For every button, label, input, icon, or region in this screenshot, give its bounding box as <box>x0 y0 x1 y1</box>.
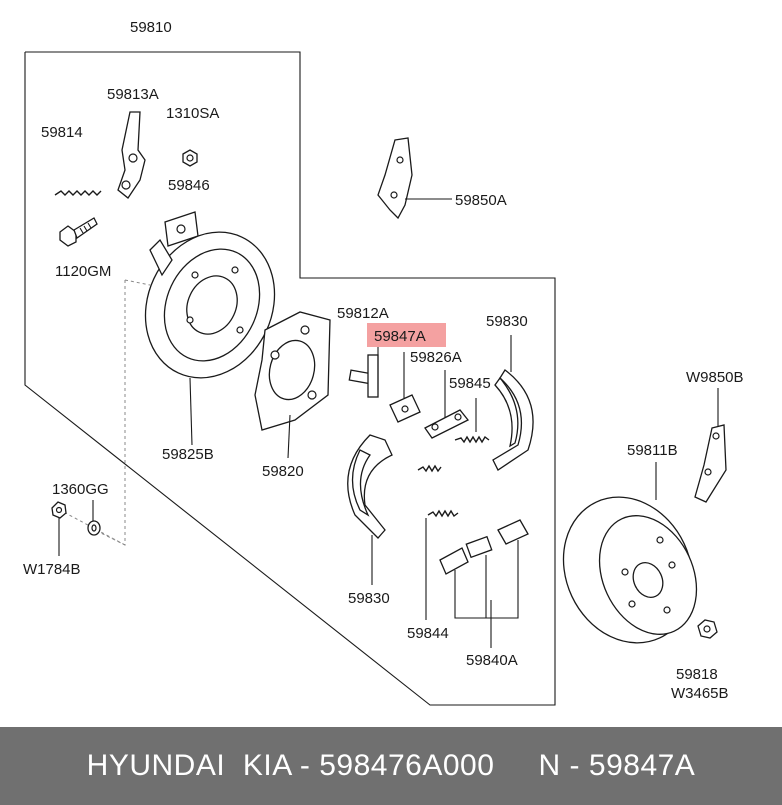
label-59830-lower: 59830 <box>348 590 390 607</box>
adjuster-icon <box>439 519 529 575</box>
bracket-icon <box>377 137 413 220</box>
shield-bracket-icon <box>694 424 727 503</box>
footer-part-number-text: HYUNDAI KIA - 598476A000 N - 59847A <box>86 749 696 782</box>
spring-small-icon <box>417 464 442 473</box>
exploded-parts-diagram: 59810 59813A 1310SA 59814 59846 1120GM 5… <box>23 19 744 706</box>
lever-icon <box>117 111 146 199</box>
part-number-footer: HYUNDAI KIA - 598476A000 N - 59847A <box>0 727 782 805</box>
label-W9850B: W9850B <box>686 369 744 386</box>
label-59811B: 59811B <box>627 442 678 459</box>
drum-nut-icon <box>697 619 718 639</box>
label-W3465B: W3465B <box>671 685 729 702</box>
label-59844: 59844 <box>407 625 449 642</box>
label-59846: 59846 <box>168 177 210 194</box>
label-59813A: 59813A <box>107 86 159 103</box>
label-59845: 59845 <box>449 375 491 392</box>
label-59830-upper: 59830 <box>486 313 528 330</box>
brake-drum-icon <box>562 496 698 644</box>
label-59814: 59814 <box>41 124 83 141</box>
small-nut-icon <box>51 501 67 519</box>
dashed-leader-left <box>94 280 126 546</box>
dashed-leader-drum <box>124 279 151 286</box>
label-59826A: 59826A <box>410 349 462 366</box>
brake-shoe-upper-icon <box>492 369 534 471</box>
label-59812A: 59812A <box>337 305 389 322</box>
label-1310SA: 1310SA <box>166 105 219 122</box>
label-1360GG: 1360GG <box>52 481 109 498</box>
label-59810: 59810 <box>130 19 172 36</box>
label-59840A: 59840A <box>466 652 518 669</box>
leader-59820 <box>287 414 291 459</box>
spring-mid-icon <box>454 435 490 444</box>
label-59850A: 59850A <box>455 192 507 209</box>
bolt-icon <box>59 217 98 247</box>
washer-icon <box>87 520 101 536</box>
leader-59825B <box>189 377 193 446</box>
assembly-boundary <box>24 51 556 706</box>
backing-plate-icon <box>254 311 331 431</box>
label-59825B: 59825B <box>162 446 214 463</box>
shim-plate-icon <box>389 394 421 423</box>
pin-icon <box>348 354 379 398</box>
label-59820: 59820 <box>262 463 304 480</box>
spring-lower-icon <box>427 509 459 518</box>
brake-shoe-lower-icon <box>347 434 393 539</box>
label-59847A: 59847A <box>374 328 426 345</box>
clip-bracket-icon <box>164 211 199 247</box>
label-W1784B: W1784B <box>23 561 81 578</box>
label-59818: 59818 <box>676 666 718 683</box>
spring-icon <box>54 190 102 196</box>
highlight-box <box>367 323 446 347</box>
nut-icon <box>182 149 198 167</box>
label-1120GM: 1120GM <box>55 263 111 280</box>
link-plate-icon <box>424 409 470 439</box>
